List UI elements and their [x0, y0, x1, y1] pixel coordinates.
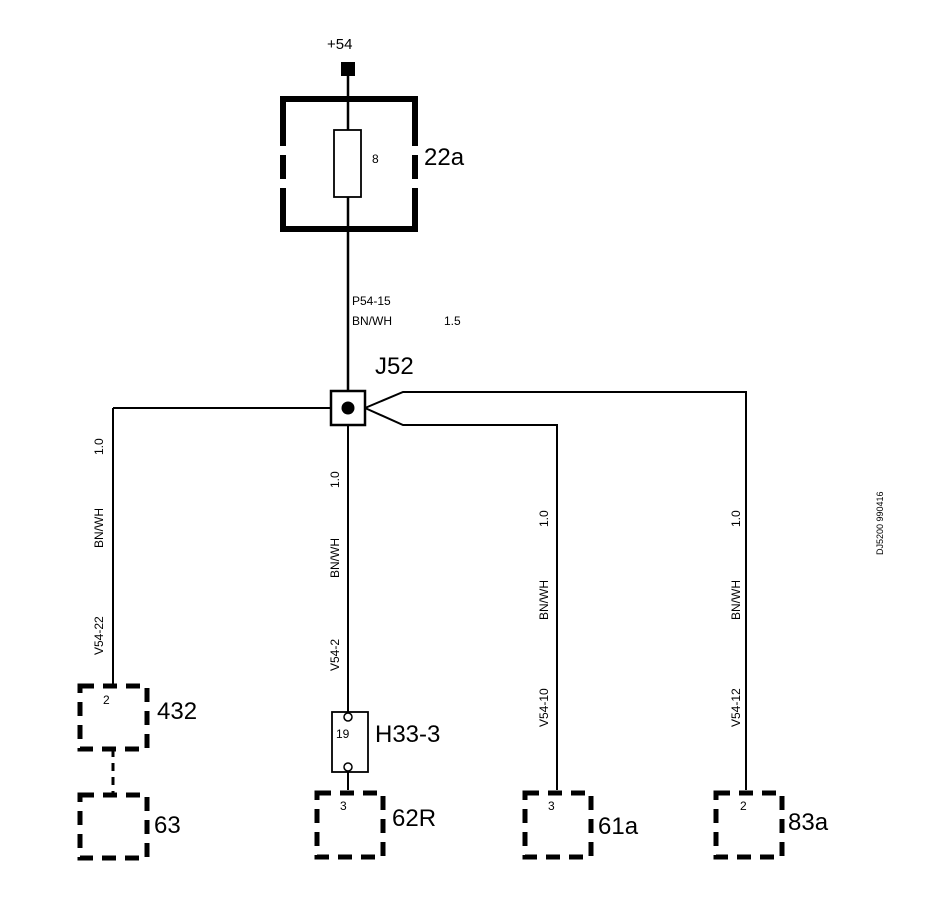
supply-wire-color: BN/WH — [352, 314, 392, 328]
component-62r-box — [314, 790, 386, 860]
connector-pin-bottom — [343, 762, 353, 772]
component-63-box — [77, 792, 150, 861]
junction-label: J52 — [375, 353, 414, 380]
branch-size: 1.0 — [328, 471, 342, 488]
branch-circuit: V54-22 — [92, 616, 106, 655]
supply-wire-size: 1.5 — [444, 314, 461, 328]
branch-color: BN/WH — [328, 538, 342, 578]
supply-label: +54 — [327, 36, 352, 53]
junction-dot — [341, 401, 355, 415]
component-61a-box — [522, 790, 594, 860]
branch-color: BN/WH — [729, 580, 743, 620]
component-61a-label: 61a — [598, 813, 639, 840]
inline-connector-box — [331, 711, 369, 773]
branch-circuit: V54-10 — [537, 688, 551, 727]
branch-color: BN/WH — [537, 580, 551, 620]
component-62r-label: 62R — [392, 805, 436, 832]
component-83a-pin: 2 — [740, 799, 747, 813]
wire-to-61a — [364, 407, 558, 790]
component-83a-label: 83a — [788, 809, 829, 836]
component-432-box — [77, 683, 150, 752]
branch-circuit: V54-2 — [328, 639, 342, 671]
inline-connector-label: H33-3 — [375, 721, 440, 748]
wire-to-83a — [364, 391, 747, 790]
component-61a-pin: 3 — [548, 799, 555, 813]
component-432-label: 432 — [157, 698, 197, 725]
supply-wire-circuit: P54-15 — [352, 294, 391, 308]
inline-connector-pin: 19 — [336, 727, 350, 741]
fuse-box-label: 22a — [424, 144, 465, 171]
branch-size: 1.0 — [92, 438, 106, 455]
component-63-label: 63 — [154, 812, 181, 839]
branch-size: 1.0 — [537, 510, 551, 527]
branch-labels-61a: V54-10 BN/WH 1.0 — [537, 510, 551, 727]
branch-labels-83a: V54-12 BN/WH 1.0 — [729, 510, 743, 727]
fuse-box-22a — [280, 96, 418, 232]
branch-size: 1.0 — [729, 510, 743, 527]
drawing-reference: DJ5200 990416 — [875, 491, 885, 555]
component-83a-box — [713, 790, 785, 860]
supply-terminal — [341, 62, 355, 76]
connector-pin-top — [343, 712, 353, 722]
branch-circuit: V54-12 — [729, 688, 743, 727]
branch-labels-62r: V54-2 BN/WH 1.0 — [328, 471, 342, 671]
branch-labels-432: V54-22 BN/WH 1.0 — [92, 438, 106, 655]
component-432-pin: 2 — [103, 693, 110, 707]
component-62r-pin: 3 — [340, 799, 347, 813]
fuse-number: 8 — [372, 152, 379, 166]
branch-color: BN/WH — [92, 508, 106, 548]
fuse-symbol — [333, 129, 362, 198]
